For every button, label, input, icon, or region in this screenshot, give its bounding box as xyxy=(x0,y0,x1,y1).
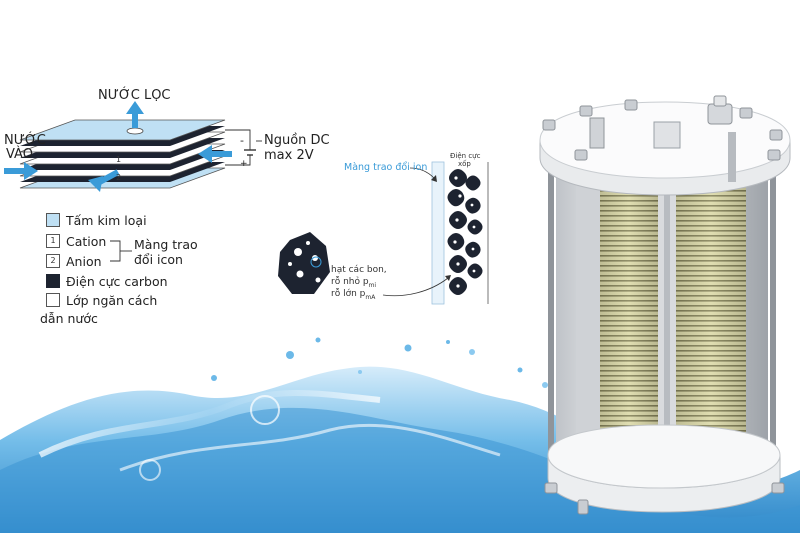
power-label-line1: Nguồn DC xyxy=(264,133,330,148)
flow-cell-diagram xyxy=(4,101,262,192)
micro-pore-text: rỗ nhỏ p xyxy=(331,277,369,287)
legend-anion-text: Anion xyxy=(66,253,102,269)
membrane-label-line1: Màng trao xyxy=(134,237,198,252)
legend-cation-text: Cation xyxy=(66,233,107,249)
power-label-line2: max 2V xyxy=(264,148,314,163)
ion-membrane-label: Màng trao đổi ion xyxy=(344,162,428,173)
legend-separator-text-1: Lớp ngăn cách xyxy=(66,292,158,308)
polarity-plus: + xyxy=(240,159,248,169)
layer-2-label: 2 xyxy=(116,173,122,182)
porous-electrode-label-1: Điện cực xyxy=(450,152,481,160)
cation-swatch: 1 xyxy=(46,234,60,248)
legend-metal-plate-text: Tấm kim loại xyxy=(66,212,147,228)
macro-pore-text: rỗ lớn p xyxy=(331,289,366,299)
filter-cylinder xyxy=(539,95,791,515)
legend-separator-text-2: dẫn nước xyxy=(40,310,98,326)
legend-item-cation: 1 Cation xyxy=(46,233,106,249)
micro-pore-subscript: mi xyxy=(368,281,377,289)
porous-electrode-detail xyxy=(278,161,489,305)
anion-swatch: 2 xyxy=(46,254,60,268)
macro-pore-subscript: mA xyxy=(365,293,376,301)
legend-item-separator: Lớp ngăn cách xyxy=(46,292,157,308)
polarity-minus: - xyxy=(240,134,244,147)
membrane-bracket xyxy=(110,240,121,262)
particle-label-line3: rỗ lớn pmA xyxy=(331,289,375,303)
membrane-label-line2: đổi icon xyxy=(134,252,183,267)
legend-item-carbon: Điện cực carbon xyxy=(46,273,168,289)
porous-electrode-label-2: xốp xyxy=(458,160,471,168)
particle-label-line1: hạt các bon, xyxy=(331,265,387,275)
legend-carbon-text: Điện cực carbon xyxy=(66,273,168,289)
legend-item-metal-plate: Tấm kim loại xyxy=(46,212,147,228)
legend-separator-line2: dẫn nước xyxy=(40,310,98,326)
input-label-line1: NƯỚC xyxy=(4,133,46,148)
metal-plate-swatch xyxy=(46,213,60,227)
legend-item-anion: 2 Anion xyxy=(46,253,102,269)
input-label-line2: VÀO xyxy=(6,147,33,162)
layer-1-label: 1 xyxy=(116,155,122,164)
carbon-swatch xyxy=(46,274,60,288)
output-label: NƯỚC LỌC xyxy=(98,88,171,103)
separator-swatch xyxy=(46,293,60,307)
particle-label-line2: rỗ nhỏ pmi xyxy=(331,277,376,291)
